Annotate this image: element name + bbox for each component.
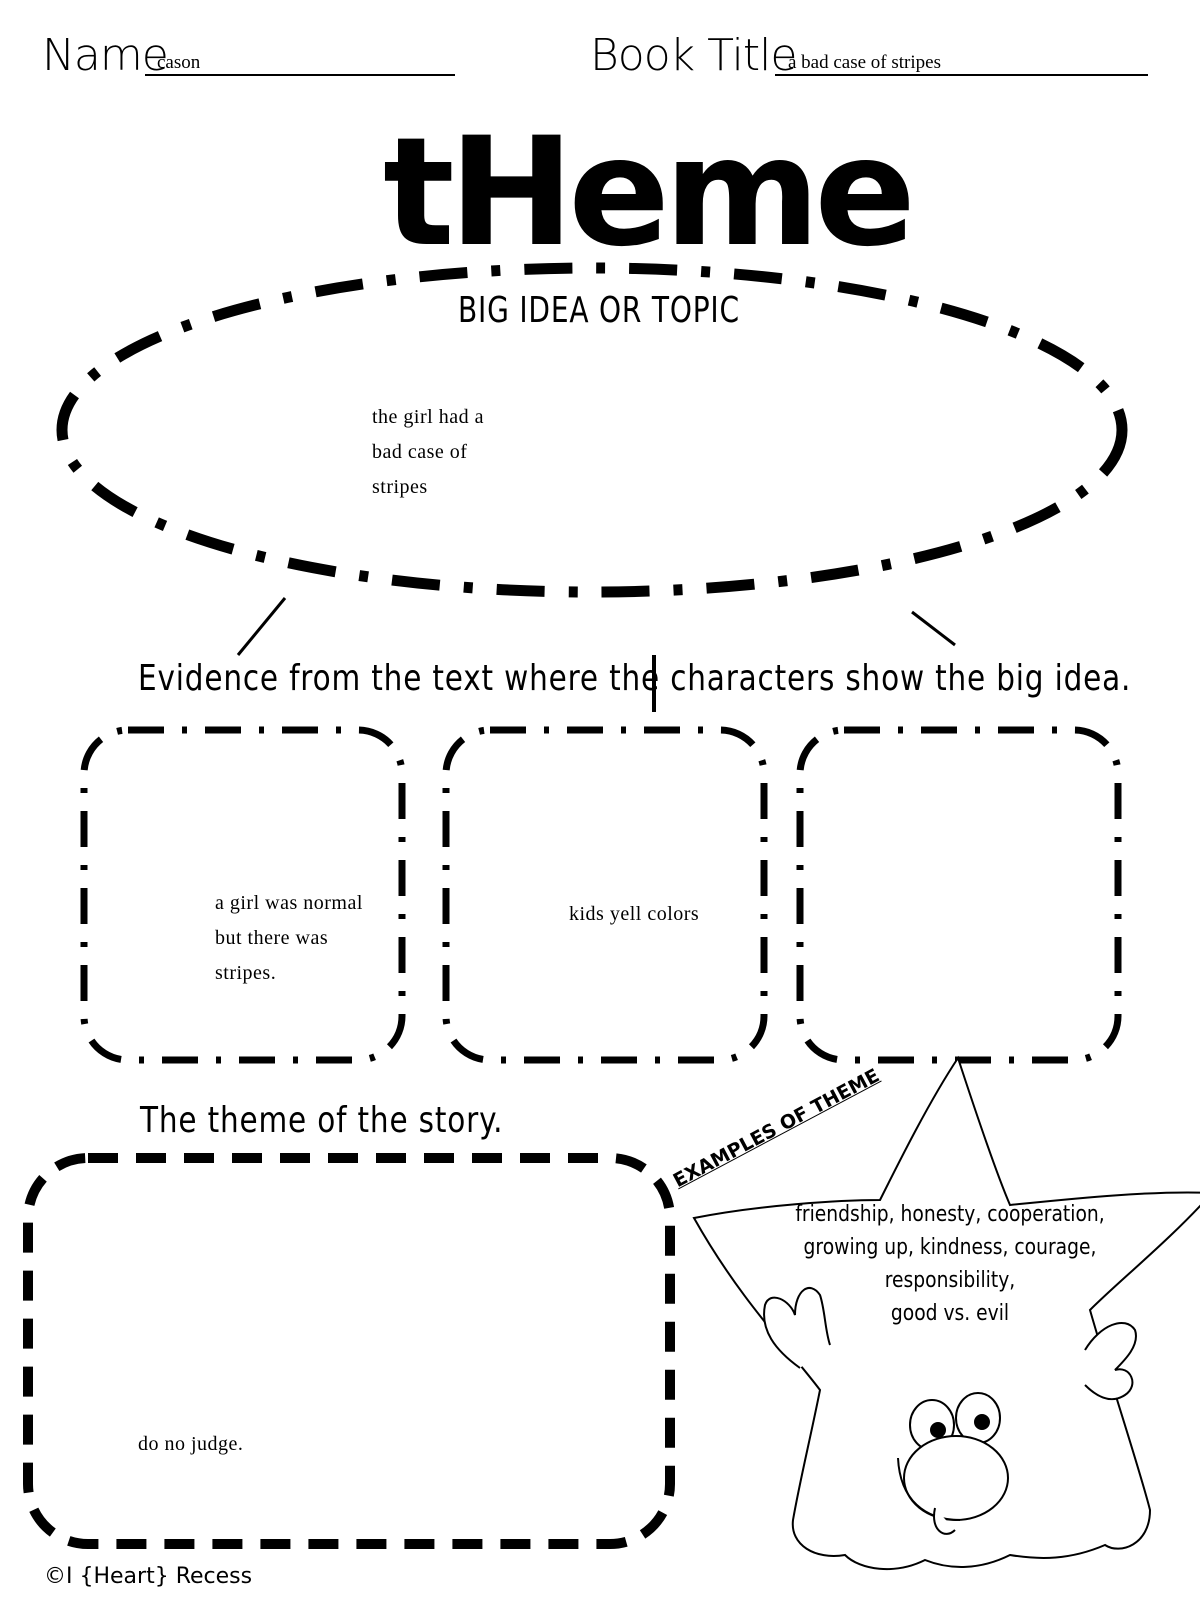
evidence-1-line-3: stripes.	[215, 962, 277, 984]
evidence-2-line-1: kids yell colors	[569, 903, 700, 925]
evidence-box-2-border	[442, 726, 768, 1064]
evidence-box-2[interactable]: kids yell colors	[569, 897, 699, 932]
evidence-box-1[interactable]: a girl was normal but there was stripes.	[215, 886, 363, 991]
theme-examples-list: friendship, honesty, cooperation, growin…	[789, 1198, 1112, 1330]
example-line-2: growing up, kindness, courage,	[803, 1235, 1097, 1260]
evidence-prompt: Evidence from the text where the charact…	[138, 658, 1132, 699]
name-line	[145, 74, 455, 76]
big-idea-line-2: bad case of	[372, 441, 468, 463]
theme-answer[interactable]: do no judge.	[138, 1433, 244, 1455]
book-title-value[interactable]: a bad case of stripes	[788, 52, 941, 73]
evidence-1-line-1: a girl was normal	[215, 892, 363, 914]
evidence-box-3[interactable]	[800, 730, 1118, 1060]
big-idea-answer[interactable]: the girl had a bad case of stripes	[372, 400, 484, 505]
copyright: ©I {Heart} Recess	[44, 1564, 253, 1589]
page-title: tHeme	[383, 106, 916, 280]
book-title-label: Book Title	[590, 30, 797, 81]
connector-left	[236, 597, 287, 656]
examples-heading: EXAMPLES OF THEME	[669, 1064, 884, 1192]
big-idea-heading: BIG IDEA OR TOPIC	[458, 290, 740, 331]
connector-right	[911, 610, 956, 647]
example-line-3: responsibility,	[884, 1268, 1016, 1293]
book-title-line	[775, 74, 1148, 76]
name-value[interactable]: cason	[157, 52, 201, 73]
big-idea-line-1: the girl had a	[372, 406, 484, 428]
example-line-4: good vs. evil	[890, 1301, 1010, 1326]
theme-box-border	[23, 1153, 675, 1549]
evidence-1-line-2: but there was	[215, 927, 329, 949]
big-idea-line-3: stripes	[372, 476, 428, 498]
example-line-1: friendship, honesty, cooperation,	[795, 1202, 1105, 1227]
theme-prompt: The theme of the story.	[140, 1100, 504, 1141]
name-label: Name	[42, 30, 169, 81]
